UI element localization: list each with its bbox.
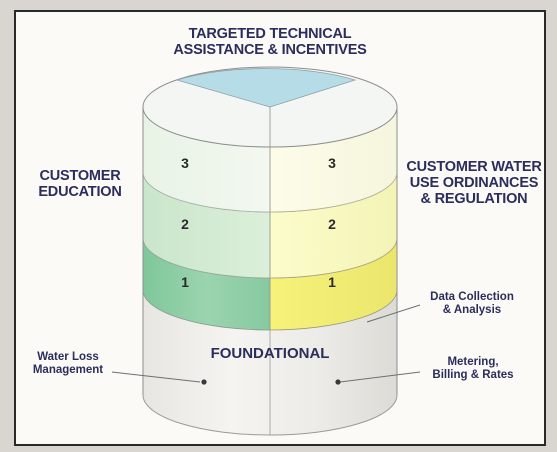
callout-water-loss: Water Loss Management (32, 351, 104, 376)
right-label: CUSTOMER WATER USE ORDINANCES & REGULATI… (406, 159, 542, 208)
callout-line-waterloss (111, 371, 201, 383)
left-label: CUSTOMER EDUCATION (38, 168, 122, 201)
callout-dot-waterloss (201, 379, 207, 385)
foundation-label: FOUNDATIONAL (210, 345, 330, 362)
callout-line-data (366, 304, 421, 323)
tier-number-left-2: 2 (181, 216, 189, 232)
tier-number-left-1: 1 (181, 274, 189, 290)
tier-number-right-3: 3 (328, 155, 336, 171)
callout-metering: Metering, Billing & Rates (432, 356, 514, 381)
top-label: TARGETED TECHNICAL ASSISTANCE & INCENTIV… (173, 26, 367, 59)
tier-number-right-2: 2 (328, 216, 336, 232)
callout-line-metering (339, 371, 421, 383)
callout-data-collection: Data Collection & Analysis (430, 291, 514, 316)
callout-dot-metering (335, 379, 341, 385)
tier-number-left-3: 3 (181, 155, 189, 171)
top-cap-wedge (175, 68, 357, 108)
tier-number-right-1: 1 (328, 274, 336, 290)
